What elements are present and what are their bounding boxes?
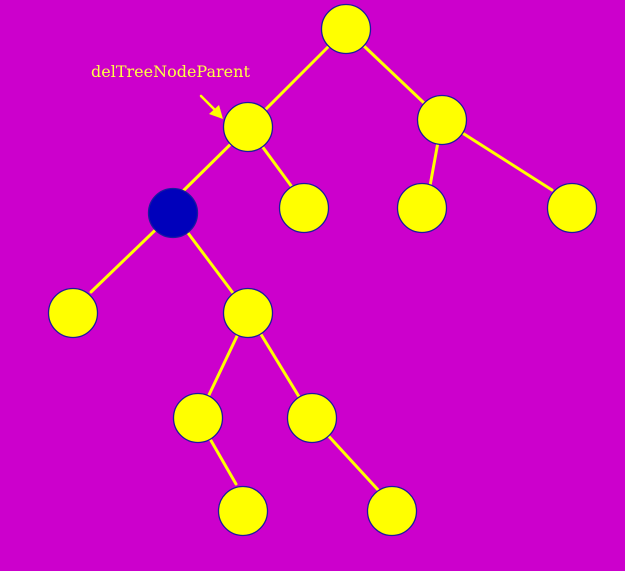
tree-node (286, 392, 338, 444)
tree-node-leaf (396, 182, 448, 234)
tree-node-right-child (416, 94, 468, 146)
nodes (47, 3, 598, 537)
tree-node-leaf (217, 485, 269, 537)
tree-node-leaf (47, 287, 99, 339)
tree-node (172, 392, 224, 444)
tree-node-leaf (546, 182, 598, 234)
tree-node-leaf (366, 485, 418, 537)
annotation-arrow-shaft (199, 94, 218, 113)
annotation: delTreeNodeParent (91, 62, 250, 119)
annotation-label: delTreeNodeParent (91, 62, 250, 81)
tree-node-deltreenodeparent (222, 101, 274, 153)
tree-node (222, 287, 274, 339)
tree-node-root (320, 3, 372, 55)
tree-node-highlighted (147, 187, 199, 239)
tree-node-leaf (278, 182, 330, 234)
annotation-arrow-head (209, 105, 223, 119)
